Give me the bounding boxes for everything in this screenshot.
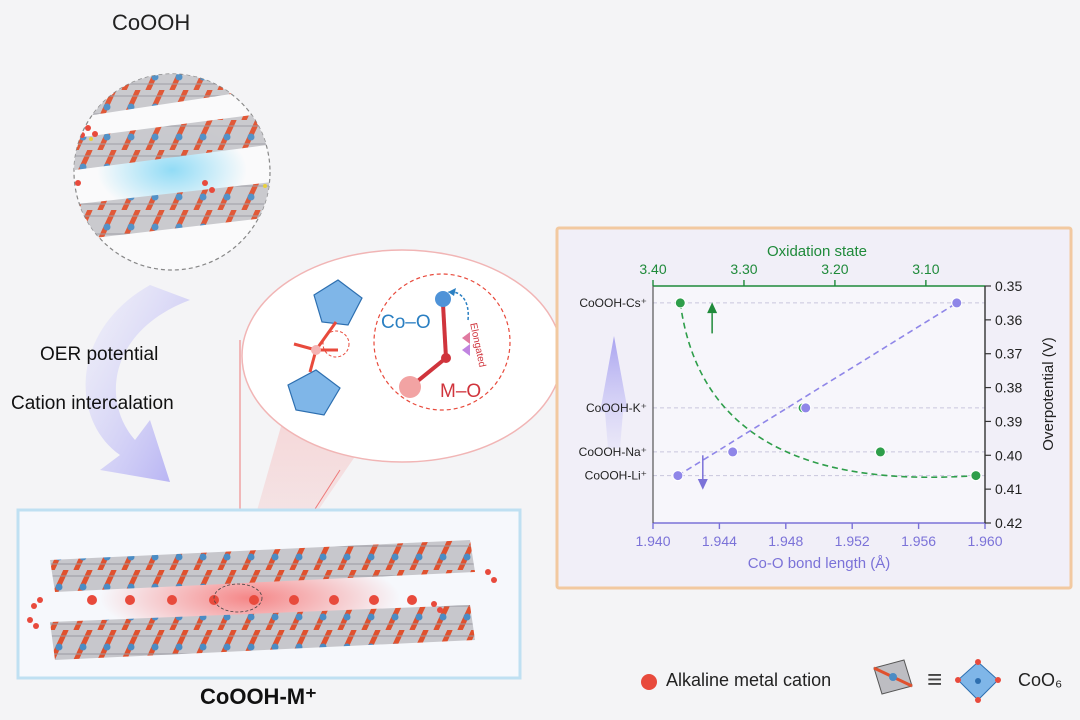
data-point (727, 446, 739, 458)
right-tick-label: 0.36 (995, 312, 1022, 328)
right-tick-label: 0.40 (995, 447, 1022, 463)
plot-area (653, 286, 985, 523)
top-axis-title: Oxidation state (767, 243, 867, 260)
data-point (800, 402, 812, 414)
right-tick-label: 0.38 (995, 380, 1022, 396)
zoom-inset (241, 249, 563, 463)
coooh-structure-view (73, 73, 271, 271)
green-arrowhead (707, 302, 718, 314)
purple-arrowhead (697, 478, 708, 490)
category-label: CoOOH-Na⁺ (579, 445, 647, 459)
data-point (674, 297, 686, 309)
coooh-title: CoOOH (112, 10, 191, 35)
legend-layer-icon (873, 659, 913, 695)
category-label: CoOOH-K⁺ (586, 401, 647, 415)
top-tick-label: 3.40 (639, 261, 666, 277)
right-tick-label: 0.42 (995, 515, 1022, 531)
co-o-bond-label: Co–O (381, 312, 431, 333)
series-trend-line (679, 302, 976, 479)
category-label: CoOOH-Cs⁺ (579, 296, 647, 310)
bottom-tick-label: 1.952 (835, 533, 870, 549)
top-tick-label: 3.30 (730, 261, 757, 277)
series-trend-line (677, 302, 958, 477)
cation-intercalation-label: Cation intercalation (11, 393, 174, 414)
right-tick-label: 0.35 (995, 278, 1022, 294)
overpotential-chart: Oxidation state Co-O bond length (Å) Ove… (579, 243, 1057, 572)
legend-coo6-label: CoO₆ (1018, 670, 1063, 690)
oer-potential-label: OER potential (40, 344, 159, 365)
bottom-tick-label: 1.944 (702, 533, 737, 549)
bottom-tick-label: 1.956 (901, 533, 936, 549)
equivalence-symbol: ≡ (927, 664, 943, 694)
data-point (874, 446, 886, 458)
right-tick-label: 0.39 (995, 413, 1022, 429)
right-tick-label: 0.41 (995, 481, 1022, 497)
process-arrow (85, 285, 190, 482)
data-point (672, 470, 684, 482)
bottom-tick-label: 1.948 (768, 533, 803, 549)
top-tick-label: 3.10 (912, 261, 939, 277)
top-tick-label: 3.20 (821, 261, 848, 277)
data-point (951, 297, 963, 309)
coooh-m-title: CoOOH-M⁺ (200, 684, 317, 709)
right-tick-label: 0.37 (995, 346, 1022, 362)
right-axis-title: Overpotential (V) (1040, 337, 1057, 450)
legend-cation-label: Alkaline metal cation (666, 670, 832, 690)
bottom-tick-label: 1.960 (967, 533, 1002, 549)
data-point (970, 470, 982, 482)
category-label: CoOOH-Li⁺ (585, 469, 647, 483)
coooh-m-structure-view (16, 508, 522, 680)
legend-octahedron-icon (955, 659, 1001, 703)
legend-cation-dot (641, 674, 657, 690)
bottom-axis-title: Co-O bond length (Å) (748, 555, 891, 572)
bottom-tick-label: 1.940 (635, 533, 670, 549)
m-o-bond-label: M–O (440, 381, 482, 402)
